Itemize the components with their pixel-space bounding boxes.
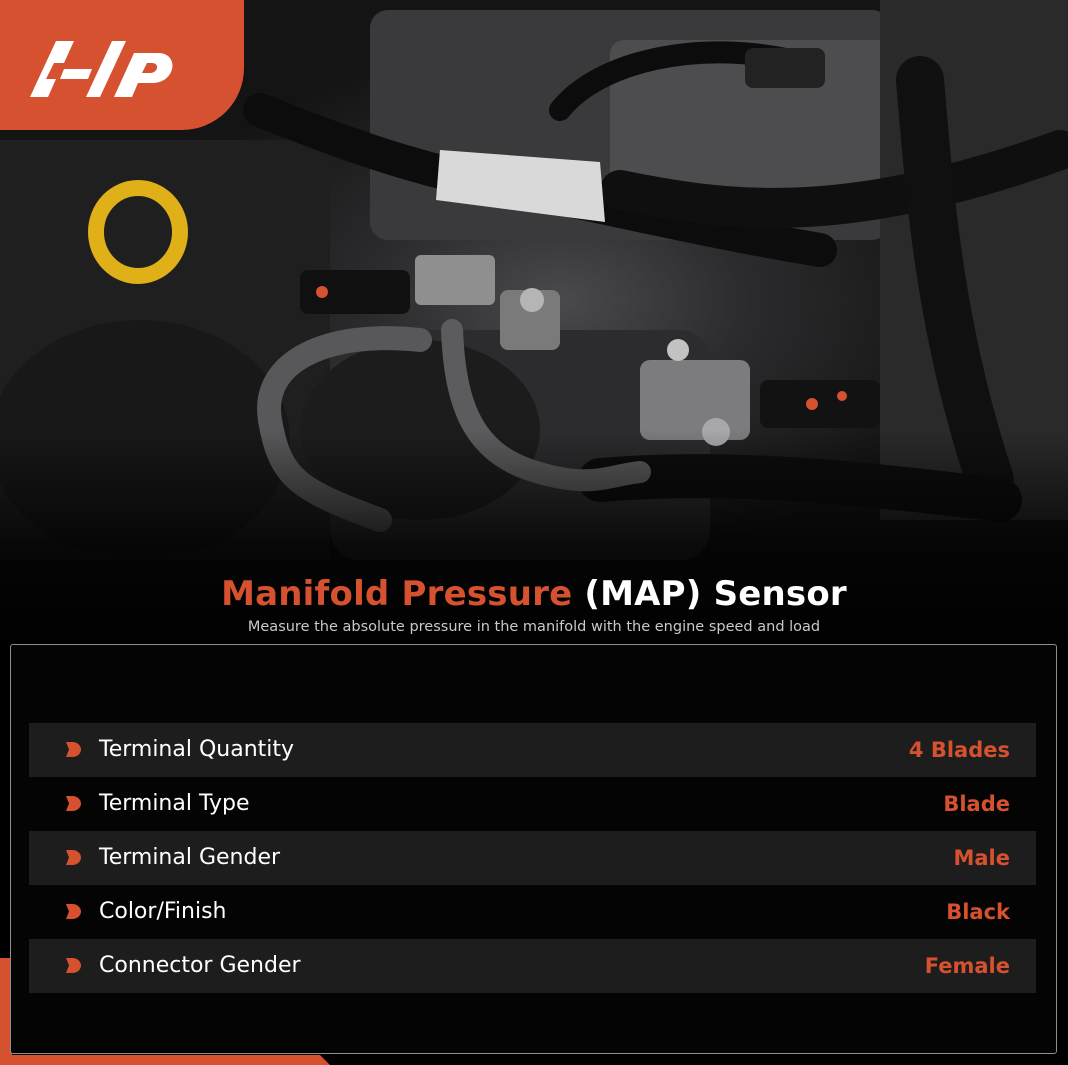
- title-accent-text: Manifold Pressure: [221, 574, 573, 614]
- spec-value: Female: [924, 954, 1010, 978]
- page-title: Manifold Pressure (MAP) Sensor: [0, 572, 1068, 616]
- title-plain-text: (MAP) Sensor: [572, 574, 847, 614]
- page-subtitle: Measure the absolute pressure in the man…: [247, 619, 821, 635]
- spec-row: Terminal Type Blade: [29, 777, 1036, 831]
- spec-value: Male: [953, 846, 1010, 870]
- arrow-bullet-icon: [66, 742, 81, 757]
- brand-logo: A-P: [0, 0, 244, 130]
- arrow-bullet-icon: [66, 796, 81, 811]
- spec-label: Terminal Type: [99, 791, 250, 816]
- spec-panel: Terminal Quantity 4 Blades Terminal Type…: [10, 644, 1057, 1054]
- ap-logo-icon: [30, 41, 173, 97]
- spec-value: Blade: [943, 792, 1010, 816]
- hero-bottom-fade: [0, 430, 1068, 640]
- spec-row: Terminal Gender Male: [29, 831, 1036, 885]
- logo-text: A-P: [0, 0, 1, 1]
- arrow-bullet-icon: [66, 850, 81, 865]
- spec-value: 4 Blades: [908, 738, 1010, 762]
- arrow-bullet-icon: [66, 904, 81, 919]
- arrow-bullet-icon: [66, 958, 81, 973]
- spec-row: Connector Gender Female: [29, 939, 1036, 993]
- spec-label: Connector Gender: [99, 953, 301, 978]
- spec-value: Black: [946, 900, 1010, 924]
- spec-label: Color/Finish: [99, 899, 227, 924]
- hero-photo: [0, 0, 1068, 640]
- spec-list: Terminal Quantity 4 Blades Terminal Type…: [29, 723, 1036, 993]
- spec-label: Terminal Gender: [99, 845, 281, 870]
- spec-row: Color/Finish Black: [29, 885, 1036, 939]
- spec-label: Terminal Quantity: [99, 737, 295, 762]
- spec-row: Terminal Quantity 4 Blades: [29, 723, 1036, 777]
